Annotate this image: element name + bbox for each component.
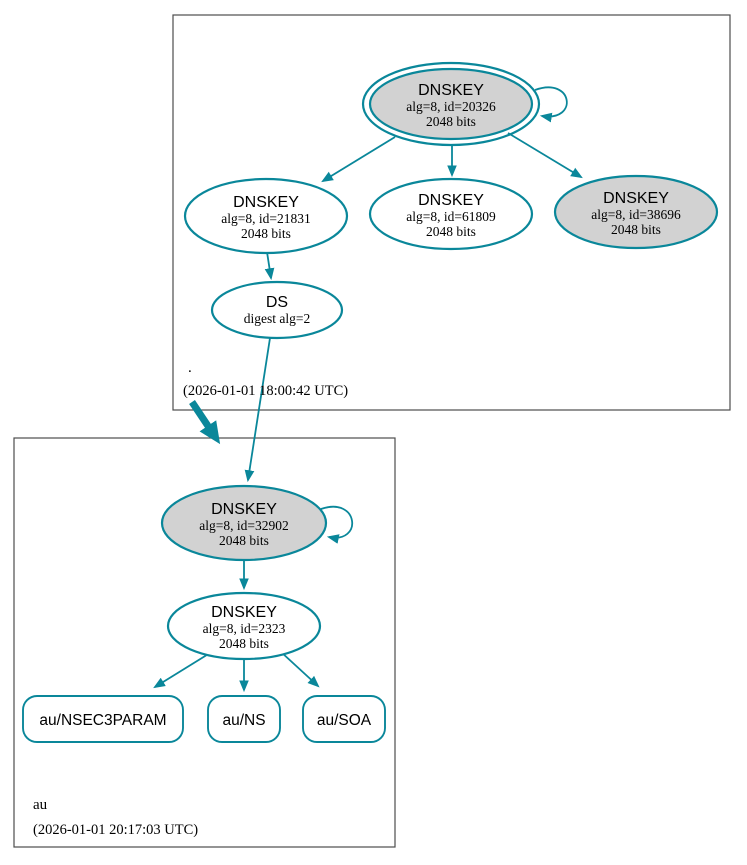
- dnskey-21831-bits: 2048 bits: [241, 226, 291, 241]
- dnskey-2323-title: DNSKEY: [211, 604, 277, 621]
- rrset-au-soa[interactable]: au/SOA: [302, 695, 386, 743]
- dnskey-node-20326[interactable]: DNSKEY alg=8, id=20326 2048 bits: [361, 61, 541, 147]
- edge-dnskey-21831-to-ds: [264, 251, 275, 281]
- rrset-au-nsec3param-box: [22, 695, 184, 743]
- edge-ds-to-au-ksk: [244, 337, 271, 483]
- dnskey-20326-detail: alg=8, id=20326: [406, 99, 496, 114]
- dnskey-2323-ellipse: [166, 591, 322, 661]
- rrset-au-soa-label: au/SOA: [317, 712, 372, 729]
- dnskey-32902-title: DNSKEY: [211, 501, 277, 518]
- rrset-au-soa-box: [302, 695, 386, 743]
- dnskey-2323-detail: alg=8, id=2323: [203, 621, 286, 636]
- edge-root-ksk-to-dnskey-38696: [507, 132, 583, 179]
- dnskey-node-32902[interactable]: DNSKEY alg=8, id=32902 2048 bits: [160, 484, 328, 562]
- dnskey-node-2323[interactable]: DNSKEY alg=8, id=2323 2048 bits: [166, 591, 322, 661]
- dnskey-21831-detail: alg=8, id=21831: [221, 211, 310, 226]
- edge-au-zsk-to-nsec3param: [153, 652, 211, 689]
- ds-ellipse: [210, 280, 344, 340]
- dnskey-38696-detail: alg=8, id=38696: [591, 207, 681, 222]
- dnskey-21831-ellipse: [183, 177, 349, 255]
- dnskey-node-38696[interactable]: DNSKEY alg=8, id=38696 2048 bits: [553, 174, 719, 250]
- rrset-au-ns-box: [207, 695, 281, 743]
- edge-root-to-au-delegation: [189, 400, 221, 445]
- dnskey-38696-ellipse: [553, 174, 719, 250]
- dnskey-20326-title: DNSKEY: [418, 82, 484, 99]
- dnskey-61809-bits: 2048 bits: [426, 224, 476, 239]
- ds-node[interactable]: DS digest alg=2: [210, 280, 344, 340]
- dnskey-32902-ellipse: [160, 484, 328, 562]
- dnskey-61809-title: DNSKEY: [418, 192, 484, 209]
- rrset-au-ns[interactable]: au/NS: [207, 695, 281, 743]
- rrset-au-ns-label: au/NS: [222, 712, 265, 729]
- edge-au-zsk-to-soa: [280, 651, 320, 688]
- dnskey-2323-bits: 2048 bits: [219, 636, 269, 651]
- zone-timestamp-root: (2026-01-01 18:00:42 UTC): [183, 383, 348, 399]
- dnskey-38696-bits: 2048 bits: [611, 222, 661, 237]
- dnskey-32902-detail: alg=8, id=32902: [199, 518, 288, 533]
- dnskey-21831-title: DNSKEY: [233, 194, 299, 211]
- dnskey-61809-detail: alg=8, id=61809: [406, 209, 496, 224]
- dnskey-38696-title: DNSKEY: [603, 190, 669, 207]
- dnskey-61809-ellipse: [368, 177, 534, 251]
- dnskey-node-61809[interactable]: DNSKEY alg=8, id=61809 2048 bits: [368, 177, 534, 251]
- ds-detail: digest alg=2: [244, 311, 310, 326]
- rrset-au-nsec3param[interactable]: au/NSEC3PARAM: [22, 695, 184, 743]
- edge-root-ksk-to-dnskey-21831: [321, 136, 396, 183]
- zone-name-root: .: [188, 360, 192, 376]
- edge-root-ksk-selfsign: [534, 86, 568, 123]
- dnskey-20326-ellipse: [368, 67, 534, 141]
- zone-timestamp-au: (2026-01-01 20:17:03 UTC): [33, 822, 198, 838]
- dnskey-node-21831[interactable]: DNSKEY alg=8, id=21831 2048 bits: [183, 177, 349, 255]
- zone-name-au: au: [33, 797, 48, 813]
- dnskey-20326-outer-ring: [361, 61, 541, 147]
- dnskey-32902-bits: 2048 bits: [219, 533, 269, 548]
- edge-au-ksk-selfsign: [320, 506, 353, 544]
- dnskey-20326-bits: 2048 bits: [426, 114, 476, 129]
- rrset-au-nsec3param-label: au/NSEC3PARAM: [39, 712, 166, 729]
- ds-title: DS: [266, 294, 288, 311]
